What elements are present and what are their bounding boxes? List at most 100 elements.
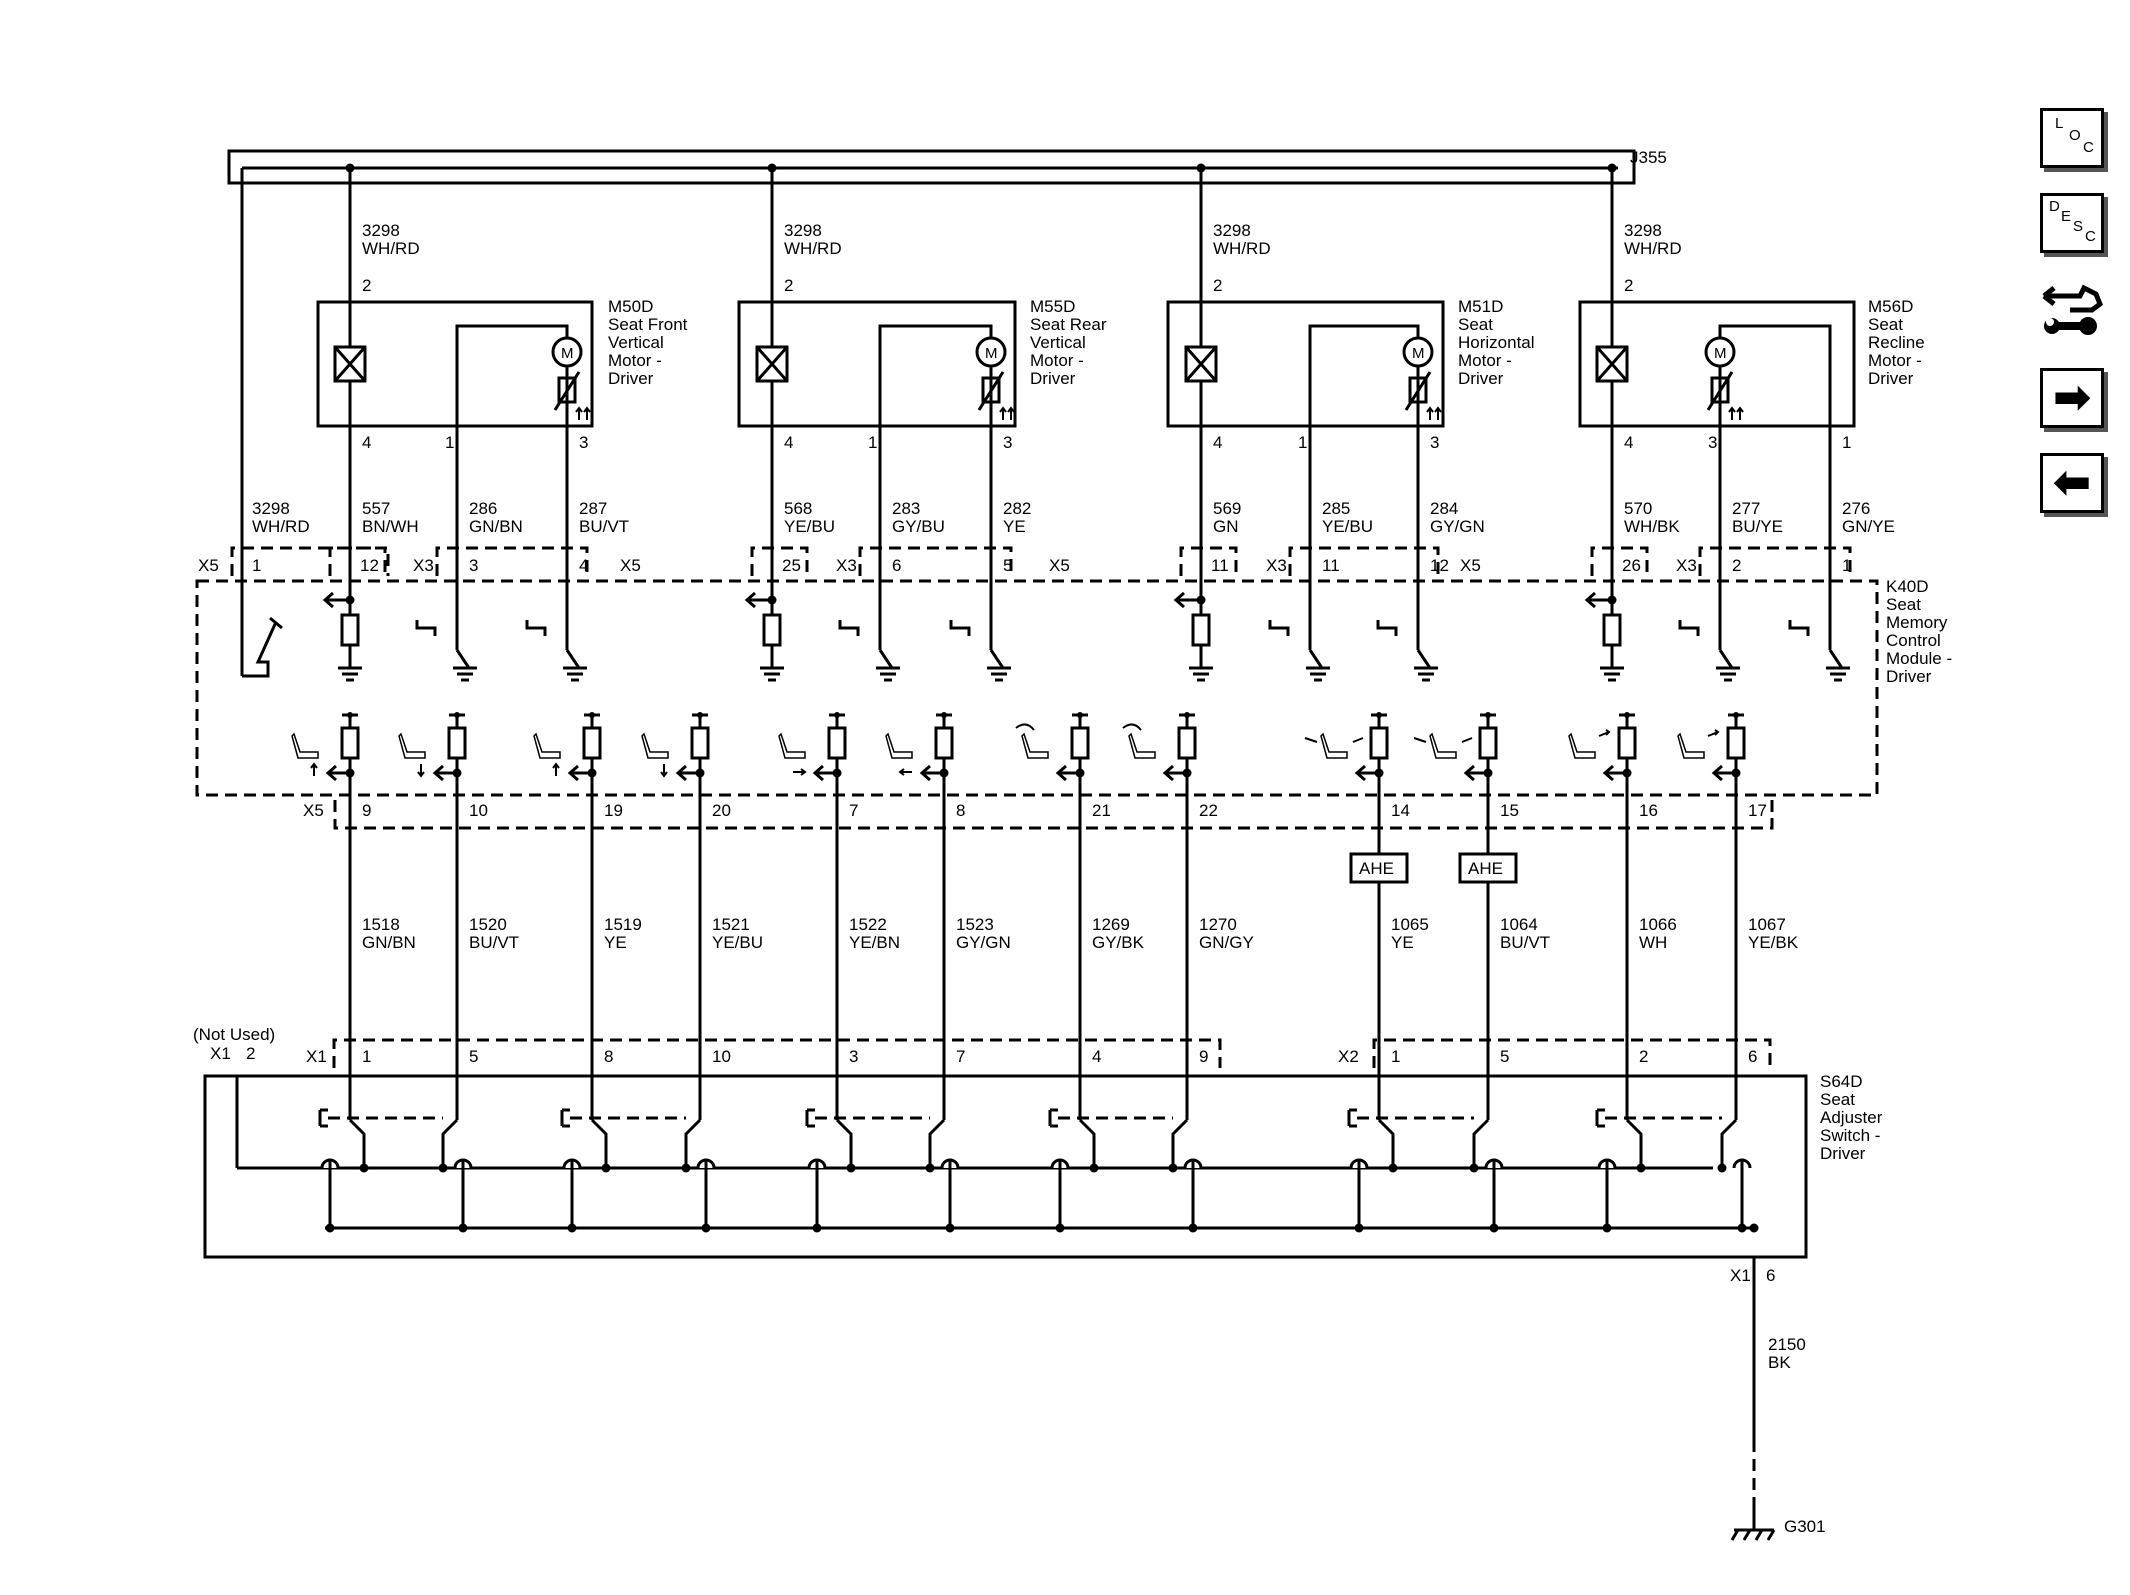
switch-wire-label: 1520 — [469, 915, 507, 934]
splice-dot — [347, 712, 353, 718]
loc-button[interactable]: L O C — [2040, 108, 2104, 168]
splice-dot — [345, 768, 355, 778]
seat-backward-icon — [885, 732, 913, 776]
position-sensor — [1408, 376, 1428, 404]
switch-pin-label: 2 — [1639, 1047, 1648, 1066]
desc-button[interactable]: D E S C — [2040, 193, 2104, 253]
relay-switch — [1828, 649, 1844, 669]
seat-up-icon — [291, 732, 319, 776]
switch-wire-label: 1523 — [956, 915, 994, 934]
motor-wire-label: 568 — [784, 499, 812, 518]
k40-pin-label: 8 — [956, 801, 965, 820]
relay-actuator — [838, 620, 860, 636]
motor-pin-label: 3 — [1708, 433, 1717, 452]
motor-wire-label: GY/BU — [892, 517, 945, 536]
splice-dot — [1077, 712, 1083, 718]
splice-dot — [1737, 1223, 1747, 1233]
motor-name: Seat Front — [608, 315, 688, 334]
x3-pin-label: 3 — [469, 556, 478, 575]
relay-actuator — [949, 620, 971, 636]
k40-pin-label: 17 — [1748, 801, 1767, 820]
splice-dot — [681, 1163, 691, 1173]
motor-name: Driver — [1458, 369, 1504, 388]
switch-contact — [590, 1118, 608, 1168]
relay-coil-x — [333, 346, 367, 382]
icons — [291, 723, 1720, 778]
switch-pin-label: 8 — [604, 1047, 613, 1066]
x5-pin-label: 11 — [1211, 556, 1229, 575]
up-arrow — [552, 762, 560, 776]
motor-name: Horizontal — [1458, 333, 1535, 352]
motor-wire-label: 569 — [1213, 499, 1241, 518]
switch-actuator — [805, 1108, 815, 1128]
forward-arrow — [793, 768, 807, 776]
resistor — [827, 726, 847, 760]
motor-icon-label: M — [561, 345, 574, 362]
recline-forward-icon-shape — [1021, 732, 1049, 759]
splice-dot — [1075, 768, 1085, 778]
k40-pin-label: 15 — [1500, 801, 1519, 820]
motor-wire-label: GN — [1213, 517, 1239, 536]
splice-dot — [1055, 1223, 1065, 1233]
splice-dot — [587, 768, 597, 778]
k40-pin-label: 7 — [849, 801, 858, 820]
motor-name: Motor - — [1030, 351, 1084, 370]
switch-contact — [441, 1118, 459, 1168]
switch-wire-label: YE/BU — [712, 933, 763, 952]
k40-module-label: Control — [1886, 631, 1941, 650]
ground-icon — [338, 666, 362, 682]
k40-pin-label: 14 — [1391, 801, 1410, 820]
relay-switch — [1718, 649, 1734, 669]
sensor-arrows — [575, 406, 591, 420]
motor-pin-label: 3 — [1003, 433, 1012, 452]
relay-switch — [455, 649, 471, 669]
x1-connector-label: X1 — [306, 1047, 327, 1066]
switch-wire-label: YE/BK — [1748, 933, 1799, 952]
s64-switch-label: Driver — [1820, 1144, 1866, 1163]
seat-down-icon — [641, 732, 669, 778]
switch-pin-label: 3 — [849, 1047, 858, 1066]
feed-wire-label: WH/RD — [1624, 239, 1682, 258]
splice-dot — [695, 768, 705, 778]
connector-x2 — [1372, 1038, 1772, 1068]
splice-dot — [345, 163, 355, 173]
down-arrow — [417, 764, 425, 778]
relay-coil-x — [755, 346, 789, 382]
switch-pin-label: 7 — [956, 1047, 965, 1066]
motor-box — [1578, 300, 1856, 428]
s64-switch-label: S64D — [1820, 1072, 1863, 1091]
position-sensor — [1710, 376, 1730, 404]
x3-pin-label: 2 — [1732, 556, 1741, 575]
resistor — [934, 726, 954, 760]
wake-wire-label: 3298 — [252, 499, 290, 518]
ahe-box — [1458, 852, 1518, 884]
switch-wire-label: 1518 — [362, 915, 400, 934]
seat-backward-icon-shape — [885, 732, 913, 759]
wire — [1308, 324, 1420, 426]
motor-wire-label: WH/BK — [1624, 517, 1680, 536]
x2-connector-label: X2 — [1338, 1047, 1359, 1066]
splice-dot — [589, 712, 595, 718]
k40-module-label: Seat — [1886, 595, 1921, 614]
splice-dot — [1196, 595, 1206, 605]
splice-dot — [939, 768, 949, 778]
s64-switch-label: Switch - — [1820, 1126, 1880, 1145]
sensor-slash — [1404, 371, 1432, 411]
k40-pin-label: 21 — [1092, 801, 1111, 820]
connector-x1 — [332, 1038, 1222, 1068]
splice-dot — [1388, 1163, 1398, 1173]
x1-pin-label: 2 — [246, 1044, 255, 1063]
splice-dot — [945, 1223, 955, 1233]
previous-page-button[interactable]: ⬅ — [2040, 453, 2104, 513]
switch-wire-label: GY/BK — [1092, 933, 1145, 952]
sensor-slash — [1706, 371, 1734, 411]
connector-x5 — [230, 546, 390, 576]
next-page-button[interactable]: ➡ — [2040, 368, 2104, 428]
resistor — [1602, 613, 1622, 647]
k40-pin-label: 19 — [604, 801, 623, 820]
splice-dot — [1188, 1223, 1198, 1233]
wrench-icon[interactable] — [2040, 280, 2108, 340]
resistor — [1617, 726, 1637, 760]
x5-connector-label: X5 — [620, 556, 641, 575]
motor-pin-label: 2 — [1624, 276, 1633, 295]
